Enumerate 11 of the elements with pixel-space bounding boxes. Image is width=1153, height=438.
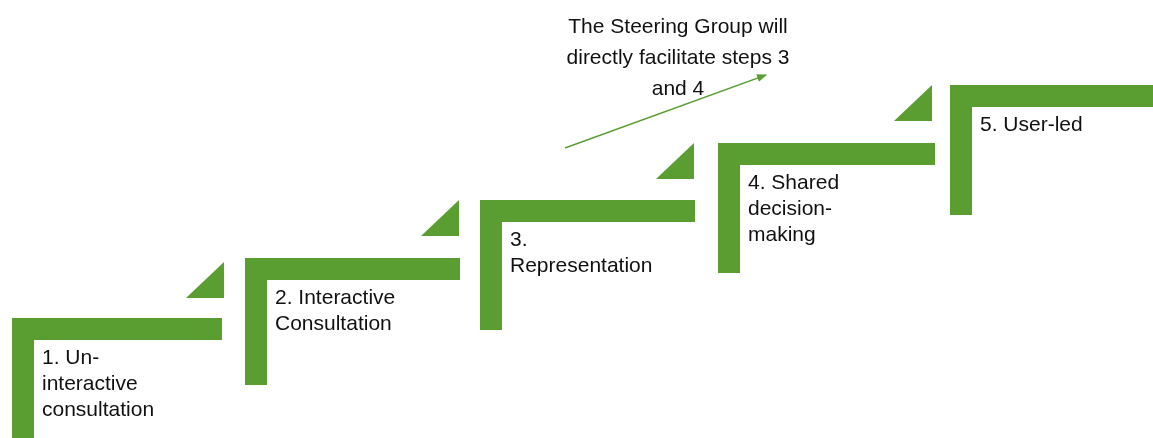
- step-label: 5. User-led: [980, 111, 1084, 137]
- stair-step: [245, 258, 460, 385]
- step-label: 4. Shared decision-making: [748, 169, 841, 247]
- step-label: 2. Interactive Consultation: [275, 284, 397, 336]
- stair-step: [480, 200, 695, 330]
- stair-step: [12, 318, 222, 438]
- step-label: 3. Representation: [510, 226, 654, 278]
- stair-step: [718, 143, 935, 273]
- note-text: The Steering Group will directly facilitate steps 3 and 4: [565, 13, 791, 101]
- step-label: 1. Un-interactive consultation: [42, 344, 156, 422]
- stair-step: [950, 85, 1153, 215]
